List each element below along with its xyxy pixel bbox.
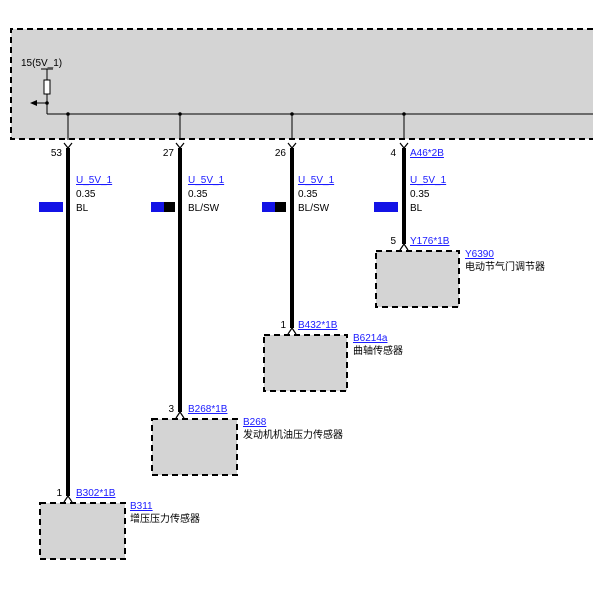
control-module: 15(5V_1) (10, 28, 593, 140)
wire-3-pin: 26 (275, 148, 287, 159)
wire-4-end-pin: 5 (390, 236, 396, 247)
wire-2-pin: 27 (163, 148, 175, 159)
supply-label: 15(5V_1) (21, 58, 62, 69)
wire-2-signal-link[interactable]: U_5V_1 (188, 175, 225, 186)
ground-arrow-icon (30, 100, 47, 106)
control-module-box (11, 29, 593, 139)
wire-2-top-fork (175, 142, 185, 149)
wire-4-bottom-fork (399, 242, 409, 251)
component-b268-box[interactable] (151, 418, 238, 476)
wire-3-connector-link[interactable]: B432*1B (298, 320, 338, 331)
wire-1-bottom-fork (63, 494, 73, 503)
wire-1-top-fork (63, 142, 73, 149)
wire-1-color-swatch (39, 202, 63, 212)
wire-4-pin-connector-link[interactable]: A46*2B (410, 148, 444, 159)
wire-3-size: 0.35 (298, 189, 318, 200)
component-b6214a-box[interactable] (263, 334, 348, 392)
component-b6214a-name: 曲轴传感器 (353, 344, 403, 357)
component-b268-name: 发动机机油压力传感器 (243, 428, 343, 441)
wire-3-top-fork (287, 142, 297, 149)
wire-4-color-code: BL (410, 203, 423, 214)
component-b6214a[interactable]: B6214a 曲轴传感器 (263, 333, 403, 392)
wire-3-color-code: BL/SW (298, 203, 330, 214)
component-b311[interactable]: B311 增压压力传感器 (39, 501, 200, 560)
component-y6390-id-link[interactable]: Y6390 (465, 249, 494, 260)
wire-3-color-swatch (262, 202, 286, 212)
wire-1-end-pin: 1 (56, 488, 62, 499)
wire-4: 4 A46*2B U_5V_1 0.35 BL 5 Y176*1B (374, 142, 450, 251)
wire-4-pin: 4 (390, 148, 396, 159)
wire-2-size: 0.35 (188, 189, 208, 200)
wire-4-connector-link[interactable]: Y176*1B (410, 236, 450, 247)
wire-2-color-code: BL/SW (188, 203, 220, 214)
wire-4-signal-link[interactable]: U_5V_1 (410, 175, 447, 186)
control-module-border (10, 28, 593, 140)
wire-4-color-swatch (374, 202, 398, 212)
wire-3: 26 U_5V_1 0.35 BL/SW 1 B432*1B (262, 142, 338, 335)
component-b6214a-id-link[interactable]: B6214a (353, 333, 388, 344)
component-b311-id-link[interactable]: B311 (130, 501, 153, 512)
component-b268-id-link[interactable]: B268 (243, 417, 267, 428)
wire-2-end-pin: 3 (168, 404, 174, 415)
wire-2-color-swatch (151, 202, 175, 212)
component-y6390-box[interactable] (375, 250, 460, 308)
wire-1-color-code: BL (76, 203, 89, 214)
component-y6390-name: 电动节气门调节器 (465, 260, 545, 273)
internal-bus (46, 103, 593, 140)
wire-2-bottom-fork (175, 410, 185, 419)
wire-1-pin: 53 (51, 148, 63, 159)
wire-1: 53 U_5V_1 0.35 BL 1 B302*1B (39, 142, 116, 503)
wire-2-connector-link[interactable]: B268*1B (188, 404, 228, 415)
component-b311-box[interactable] (39, 502, 126, 560)
wire-1-size: 0.35 (76, 189, 96, 200)
wire-3-end-pin: 1 (280, 320, 286, 331)
wire-3-bottom-fork (287, 326, 297, 335)
wire-4-size: 0.35 (410, 189, 430, 200)
component-b268[interactable]: B268 发动机机油压力传感器 (151, 417, 343, 476)
wire-1-connector-link[interactable]: B302*1B (76, 488, 116, 499)
wire-1-signal-link[interactable]: U_5V_1 (76, 175, 113, 186)
component-y6390[interactable]: Y6390 电动节气门调节器 (375, 249, 545, 308)
component-b311-name: 增压压力传感器 (130, 512, 200, 525)
wire-4-top-fork (399, 142, 409, 149)
wire-3-signal-link[interactable]: U_5V_1 (298, 175, 335, 186)
wire-2: 27 U_5V_1 0.35 BL/SW 3 B268*1B (151, 142, 228, 419)
